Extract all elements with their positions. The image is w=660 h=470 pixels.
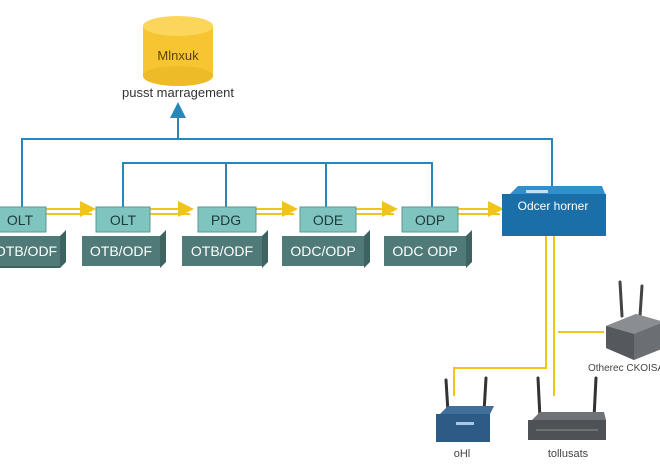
otb-odf-node-3-label: OTB/ODF bbox=[191, 243, 253, 259]
olt-node-2-label: OLT bbox=[110, 212, 137, 228]
hub-switch-label: Odcer horner bbox=[518, 199, 589, 213]
olt-node-1-label: OLT bbox=[7, 212, 34, 228]
pdg-node[interactable]: PDG OTB/ODF bbox=[182, 206, 268, 268]
otb-odf-node-2-label: OTB/ODF bbox=[90, 243, 152, 259]
database-icon bbox=[143, 16, 213, 86]
olt-node-1[interactable]: OLT OTB/ODF bbox=[0, 206, 66, 268]
otb-odf-node-1-label: OTB/ODF bbox=[0, 243, 57, 259]
management-links bbox=[21, 102, 553, 207]
fiber-links bbox=[46, 201, 604, 396]
odc-odp-node-4-label: ODC/ODP bbox=[290, 243, 355, 259]
router-left-icon[interactable] bbox=[436, 376, 494, 442]
router-mid-icon[interactable] bbox=[528, 376, 606, 440]
database-caption: pusst marragement bbox=[122, 85, 234, 100]
router-mid-label: tollusats bbox=[548, 448, 589, 460]
router-right-icon[interactable] bbox=[606, 280, 660, 360]
router-right-label: Otherec CKOISA bbox=[588, 363, 660, 374]
odp-node[interactable]: ODP ODC ODP bbox=[384, 206, 472, 268]
router-left-label: oHl bbox=[454, 448, 471, 460]
hub-switch[interactable]: Odcer horner bbox=[502, 186, 606, 236]
database-label: Mlnxuk bbox=[157, 48, 199, 63]
odp-node-label: ODP bbox=[415, 212, 445, 228]
odc-odp-node-5-label: ODC ODP bbox=[392, 243, 457, 259]
pdg-node-label: PDG bbox=[211, 212, 241, 228]
ode-node-label: ODE bbox=[313, 212, 343, 228]
olt-node-2[interactable]: OLT OTB/ODF bbox=[82, 206, 166, 268]
ode-node[interactable]: ODE ODC/ODP bbox=[282, 206, 370, 268]
